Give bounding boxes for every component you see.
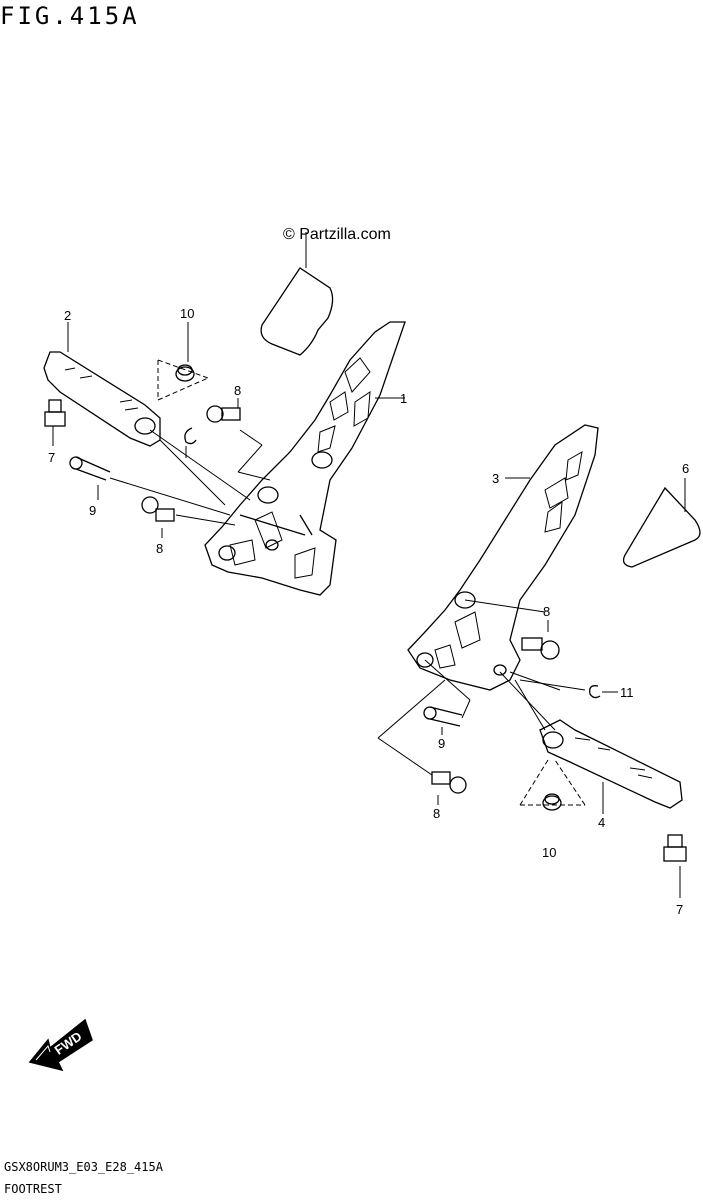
footpeg-right bbox=[539, 719, 683, 809]
footpeg-left bbox=[43, 351, 161, 447]
watermark: © Partzilla.com bbox=[283, 226, 391, 243]
callout-8-right-upper: 8 bbox=[543, 604, 550, 619]
bolt-right-lower bbox=[431, 771, 467, 805]
rubber-pad-right bbox=[622, 486, 701, 568]
bolt-left-upper bbox=[206, 398, 241, 423]
callout-11-right: 11 bbox=[620, 685, 634, 700]
bolt-right-upper bbox=[521, 620, 560, 660]
callout-9-left: 9 bbox=[89, 503, 96, 518]
callout-10-right: 10 bbox=[542, 845, 556, 860]
bolt-left-lower bbox=[141, 496, 175, 538]
callout-7-right: 7 bbox=[676, 902, 683, 917]
callout-2: 2 bbox=[64, 308, 71, 323]
pin-right bbox=[423, 706, 463, 735]
section-name: FOOTREST bbox=[4, 1182, 62, 1196]
adjuster-left bbox=[44, 399, 66, 446]
callout-4: 4 bbox=[598, 815, 605, 830]
fwd-arrow-icon: FWD bbox=[28, 1018, 93, 1072]
figure-title: FIG.415A bbox=[0, 2, 140, 30]
model-code: GSX8ORUM3_E03_E28_415A bbox=[4, 1160, 163, 1174]
callout-1: 1 bbox=[400, 391, 407, 406]
callout-7-left: 7 bbox=[48, 450, 55, 465]
clip-left bbox=[184, 427, 197, 445]
callout-8-left-upper: 8 bbox=[234, 383, 241, 398]
callout-3: 3 bbox=[492, 471, 499, 486]
pin-left bbox=[69, 456, 111, 500]
callout-6: 6 bbox=[682, 461, 689, 476]
adjuster-right bbox=[663, 834, 687, 898]
callout-10-left: 10 bbox=[180, 306, 194, 321]
bracket-right bbox=[407, 424, 599, 691]
clip-right bbox=[589, 685, 601, 699]
callout-8-left-lower: 8 bbox=[156, 541, 163, 556]
spring-left bbox=[157, 322, 209, 401]
callout-8-right-lower: 8 bbox=[433, 806, 440, 821]
bracket-left bbox=[204, 321, 406, 596]
spring-right bbox=[519, 759, 586, 811]
rubber-pad-left bbox=[260, 267, 334, 356]
callout-9-right: 9 bbox=[438, 736, 445, 751]
